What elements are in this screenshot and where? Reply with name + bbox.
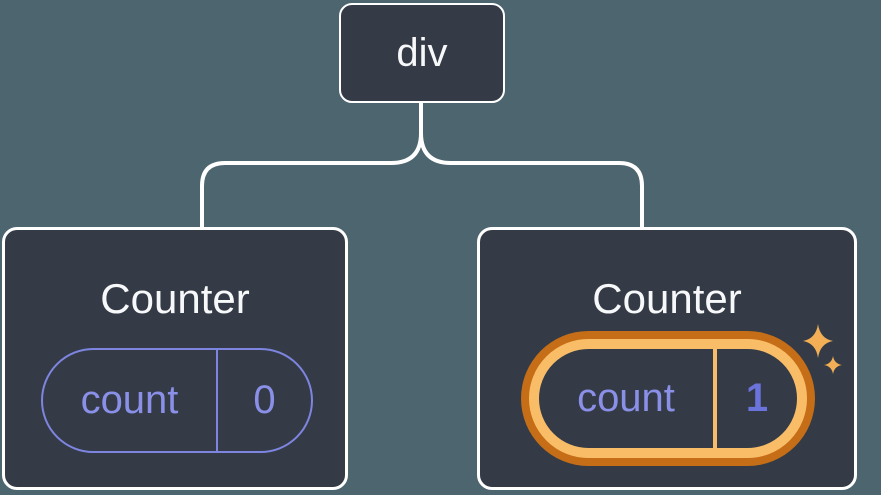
counter-title: Counter	[592, 275, 742, 322]
counter-card-left: Counter count 0	[2, 227, 348, 490]
state-value: 0	[253, 378, 276, 422]
state-key-label: count	[539, 349, 717, 448]
sparkles-icon	[803, 324, 842, 374]
root-node-div: div	[339, 3, 505, 103]
state-value: 1	[745, 376, 769, 420]
state-pill-highlighted: count 1	[529, 339, 807, 458]
root-node-label: div	[396, 30, 448, 75]
counter-title: Counter	[100, 275, 250, 322]
state-pill: count 0	[41, 348, 313, 453]
counter-card-right-highlighted: Counter count 1	[477, 227, 857, 490]
state-key-label: count	[43, 350, 218, 451]
